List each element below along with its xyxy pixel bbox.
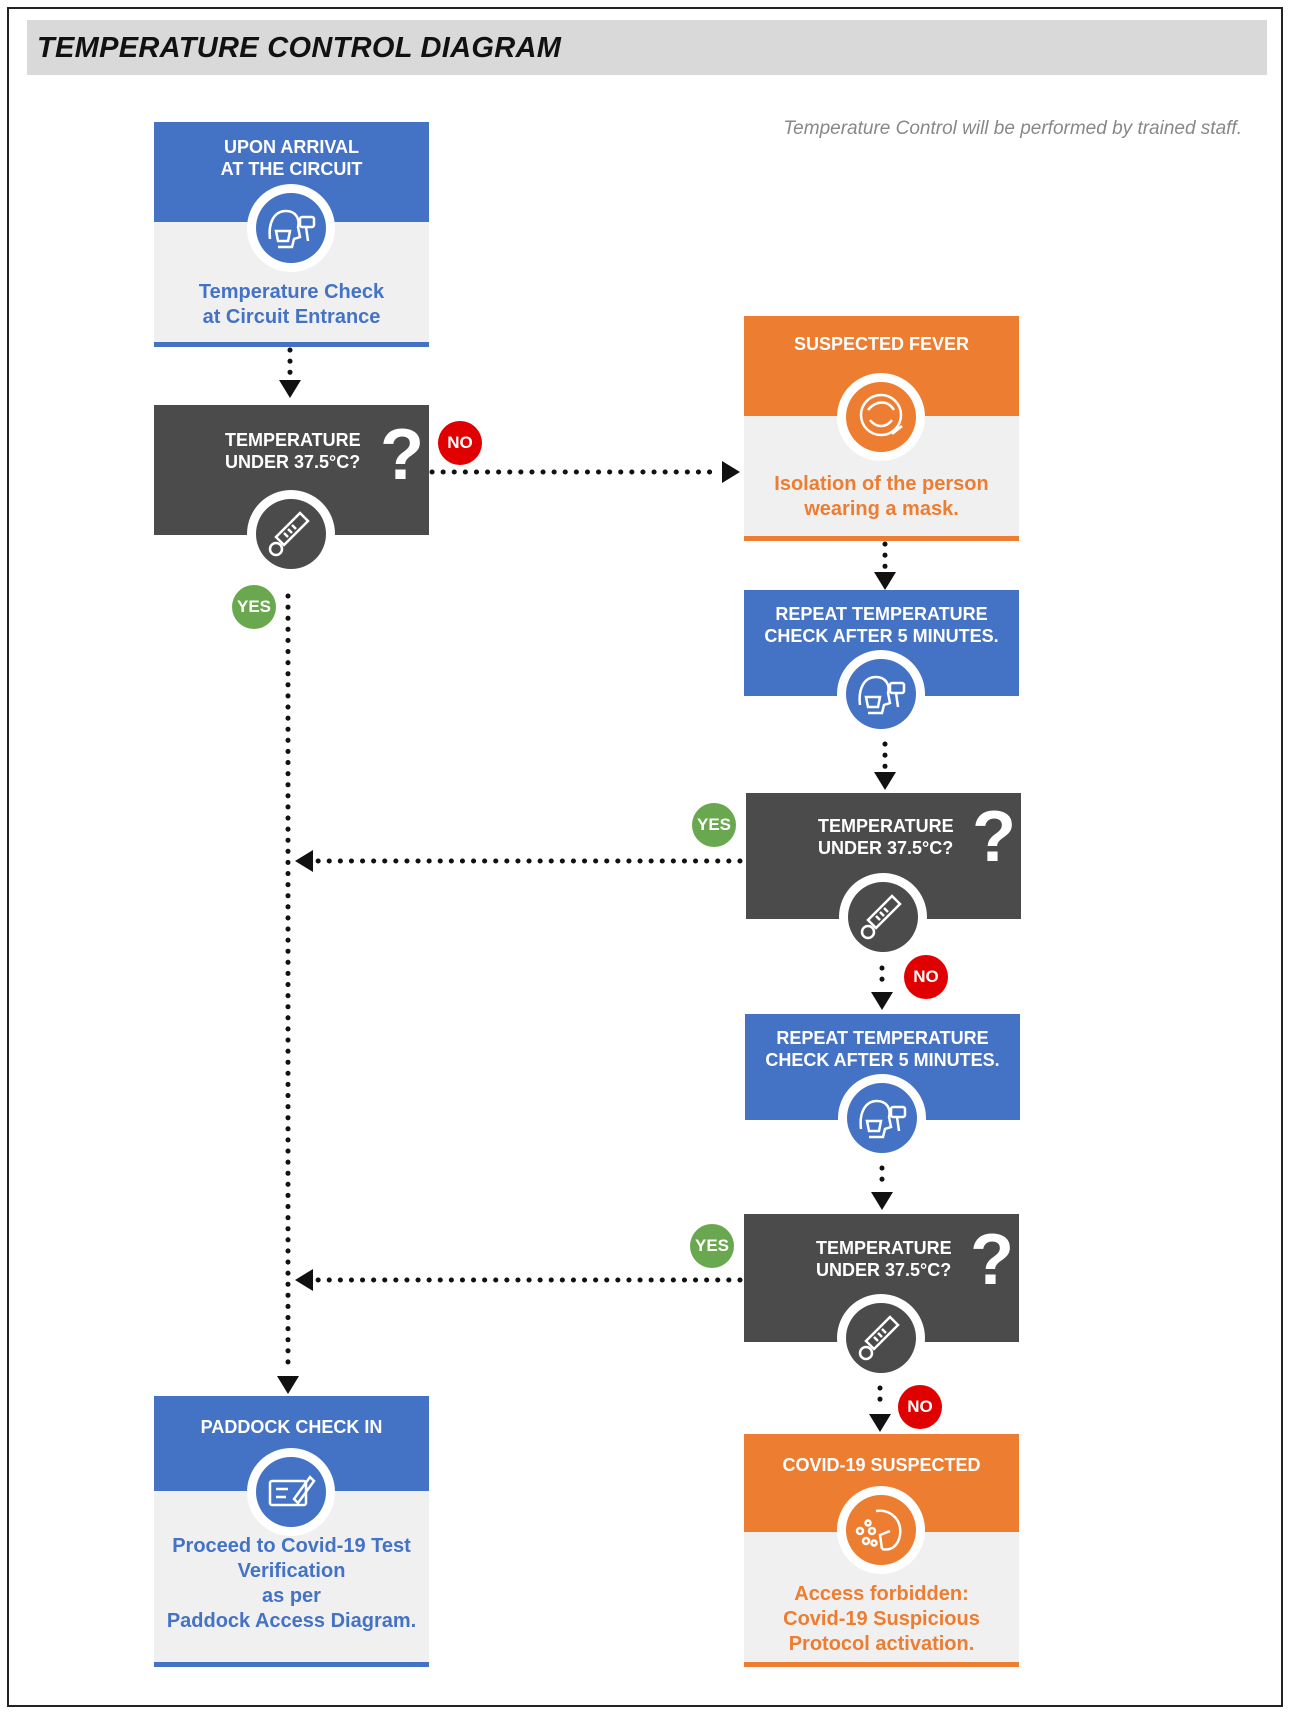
arrival-icon-badge bbox=[247, 184, 335, 272]
fever-body-line2: wearing a mask. bbox=[804, 498, 959, 520]
arrival-body-line1: Temperature Check bbox=[198, 281, 385, 303]
paddock-header-text: PADDOCK CHECK IN bbox=[200, 1417, 383, 1437]
question-1-icon-badge bbox=[247, 490, 335, 578]
paddock-box: PADDOCK CHECK IN Proceed to Covid-19 Tes… bbox=[154, 1396, 429, 1668]
arrowhead-covid bbox=[869, 1414, 891, 1432]
page-title: TEMPERATURE CONTROL DIAGRAM bbox=[37, 32, 562, 64]
fever-underline bbox=[744, 536, 1019, 541]
arrowhead-q3-yes bbox=[295, 1269, 313, 1291]
arrowhead-q3 bbox=[871, 1192, 893, 1210]
arrival-box: UPON ARRIVAL AT THE CIRCUIT Temperature … bbox=[154, 122, 429, 347]
question-1-line2: UNDER 37.5°C? bbox=[225, 452, 361, 472]
repeat-box-2: REPEAT TEMPERATURE CHECK AFTER 5 MINUTES… bbox=[745, 1014, 1020, 1162]
yes-badge-2: YES bbox=[692, 803, 736, 847]
thermometer-icon bbox=[268, 511, 310, 557]
question-mark-1: ? bbox=[380, 415, 424, 495]
thermometer-gun-icon bbox=[859, 1099, 907, 1139]
covid-body: Access forbidden: Covid-19 Suspicious Pr… bbox=[744, 1532, 1019, 1662]
sign-form-icon bbox=[268, 1475, 316, 1507]
fever-header-text: SUSPECTED FEVER bbox=[793, 334, 970, 354]
paddock-body-line2: Verification bbox=[237, 1560, 346, 1582]
covid-underline bbox=[744, 1662, 1019, 1667]
repeat-1-icon-badge bbox=[837, 650, 925, 738]
repeat-2-line1: REPEAT TEMPERATURE bbox=[776, 1028, 989, 1048]
arrowhead-paddock bbox=[277, 1376, 299, 1394]
question-1-line1: TEMPERATURE bbox=[225, 430, 361, 450]
arrowhead-repeat1 bbox=[874, 572, 896, 590]
arrowhead-q2 bbox=[874, 772, 896, 790]
covid-header-text: COVID-19 SUSPECTED bbox=[782, 1455, 981, 1475]
question-3-line2: UNDER 37.5°C? bbox=[816, 1260, 952, 1280]
question-mark-2: ? bbox=[972, 797, 1016, 877]
thermometer-icon bbox=[860, 894, 902, 940]
no-badge-3: NO bbox=[898, 1385, 942, 1429]
question-3-icon-badge bbox=[837, 1294, 925, 1382]
arrival-header-line1: UPON ARRIVAL bbox=[224, 137, 359, 157]
repeat-1-line1: REPEAT TEMPERATURE bbox=[775, 604, 988, 624]
fever-icon-badge bbox=[837, 373, 925, 461]
arrowhead-repeat2 bbox=[871, 992, 893, 1010]
covid-body-line2: Covid-19 Suspicious bbox=[783, 1608, 980, 1630]
yes-badge-3: YES bbox=[690, 1224, 734, 1268]
no-badge-2: NO bbox=[904, 955, 948, 999]
question-2-icon-badge bbox=[839, 873, 927, 961]
question-box-2: TEMPERATURE UNDER 37.5°C? ? bbox=[746, 793, 1021, 961]
no-badge-1: NO bbox=[438, 421, 482, 465]
question-2-line2: UNDER 37.5°C? bbox=[818, 838, 954, 858]
thermometer-gun-icon bbox=[268, 209, 316, 249]
repeat-1-line2: CHECK AFTER 5 MINUTES. bbox=[764, 626, 999, 646]
repeat-box-1: REPEAT TEMPERATURE CHECK AFTER 5 MINUTES… bbox=[744, 590, 1019, 738]
arrival-underline bbox=[154, 342, 429, 347]
question-3-line1: TEMPERATURE bbox=[816, 1238, 952, 1258]
staff-note: Temperature Control will be performed by… bbox=[783, 118, 1242, 139]
question-2-line1: TEMPERATURE bbox=[818, 816, 954, 836]
question-box-3: TEMPERATURE UNDER 37.5°C? ? bbox=[744, 1214, 1019, 1382]
paddock-icon-badge bbox=[247, 1448, 335, 1536]
paddock-body-line3: as per bbox=[262, 1585, 321, 1607]
paddock-body-line1: Proceed to Covid-19 Test bbox=[172, 1535, 411, 1557]
fever-body-line1: Isolation of the person bbox=[774, 473, 989, 495]
arrival-body-line2: at Circuit Entrance bbox=[202, 306, 381, 328]
covid-body-line1: Access forbidden: bbox=[794, 1583, 969, 1605]
page-frame bbox=[7, 7, 1283, 1707]
covid-body-line3: Protocol activation. bbox=[788, 1633, 975, 1655]
yes-badge-1: YES bbox=[232, 585, 276, 629]
virus-person-icon bbox=[855, 1509, 902, 1551]
arrival-header-line2: AT THE CIRCUIT bbox=[220, 159, 363, 179]
repeat-2-line2: CHECK AFTER 5 MINUTES. bbox=[765, 1050, 1000, 1070]
arrowhead-q1 bbox=[279, 380, 301, 398]
arrowhead-q2-yes bbox=[295, 850, 313, 872]
thermometer-gun-icon bbox=[858, 675, 906, 715]
covid-box: COVID-19 SUSPECTED Access forbidden: Cov… bbox=[744, 1434, 1019, 1668]
fever-box: SUSPECTED FEVER Isolation of the person … bbox=[744, 316, 1019, 542]
thermometer-icon bbox=[858, 1315, 900, 1361]
title-bar: TEMPERATURE CONTROL DIAGRAM bbox=[27, 20, 1267, 75]
arrowhead-fever bbox=[722, 461, 740, 483]
masked-person-thermometer-icon bbox=[859, 393, 903, 437]
question-mark-3: ? bbox=[970, 1220, 1014, 1300]
question-box-1: TEMPERATURE UNDER 37.5°C? ? bbox=[154, 405, 429, 578]
paddock-body-line4: Paddock Access Diagram. bbox=[166, 1610, 417, 1632]
paddock-underline bbox=[154, 1662, 429, 1667]
repeat-2-icon-badge bbox=[838, 1074, 926, 1162]
covid-icon-badge bbox=[837, 1486, 925, 1574]
